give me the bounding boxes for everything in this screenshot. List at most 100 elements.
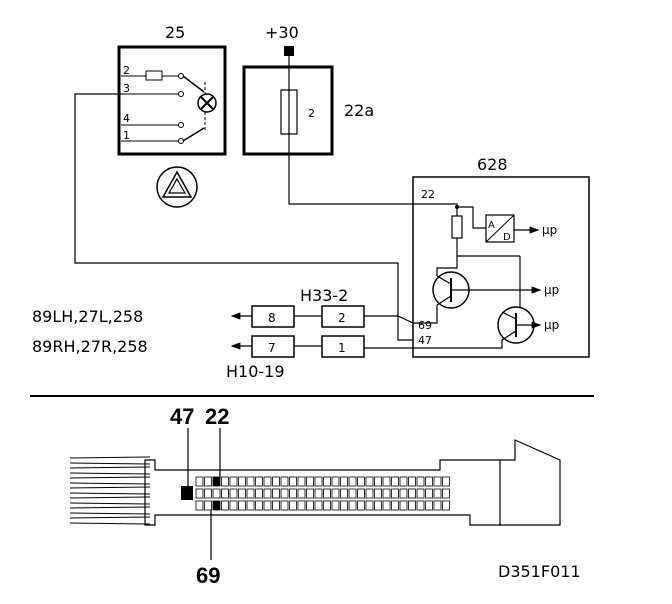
plug-pin: [442, 488, 450, 499]
switch-pin-label: 4: [123, 112, 130, 125]
figure-code: D351F011: [498, 562, 581, 581]
plug-pin: [297, 500, 306, 511]
switch-pin-label: 2: [123, 64, 130, 77]
plug-pin: [221, 488, 229, 499]
adc-a: A: [488, 220, 495, 231]
ecu-pin-47: 47: [418, 334, 432, 347]
adc-d: D: [503, 232, 511, 243]
mu-label: µp: [544, 318, 559, 332]
plug-pin: [374, 476, 382, 487]
plug-pin: [263, 500, 272, 511]
plug-pin: [255, 500, 263, 511]
plug-pin: [323, 500, 331, 511]
plug-pin: [195, 488, 204, 499]
wire-pin3-to-47: [74, 93, 413, 341]
plug-pin: [433, 476, 442, 487]
plug-pin: [314, 500, 323, 511]
switch-pin-label: 3: [123, 82, 130, 95]
plug-pin: [306, 476, 314, 487]
plug-pin: [255, 488, 263, 499]
plug-pin: [374, 500, 382, 511]
plug-pin: [289, 488, 297, 499]
connector-h33: H33-2 2 1: [300, 286, 365, 358]
plug-pin: [433, 488, 442, 499]
plug-pin: [272, 476, 280, 487]
plug-pin: [399, 488, 408, 499]
plug-pin: [331, 476, 340, 487]
plug-pin: [238, 500, 246, 511]
ecu-628: 628 22 69 47 A D µp µp µp: [288, 155, 590, 358]
plug-pin: [229, 476, 238, 487]
connector-h10: 8 7 H10-19: [226, 305, 295, 381]
hazard-switch-box: [117, 45, 227, 156]
connector-pin: 8: [268, 311, 276, 325]
plug-pin: [331, 500, 340, 511]
plug-pin: [365, 476, 374, 487]
plug-pin-47-label: 47: [170, 404, 194, 429]
plug-pin: [340, 476, 348, 487]
ecu-resistor: [451, 215, 463, 239]
plug-pin: [229, 500, 238, 511]
plug-pin: [425, 476, 433, 487]
plug-pin: [365, 488, 374, 499]
supply-terminal: [284, 46, 294, 56]
output-right-label: 89RH,27R,258: [32, 337, 148, 356]
pin-grid: [181, 476, 450, 511]
output-left-label: 89LH,27L,258: [32, 307, 143, 326]
plug-pin: [246, 488, 255, 499]
relay-pin-label: 2: [308, 107, 315, 120]
plug-pin: [340, 500, 348, 511]
relay-22a: +30 2 22a: [242, 23, 374, 198]
plug-pin: [306, 488, 314, 499]
mu-label: µp: [544, 283, 559, 297]
connector-pin: 2: [338, 311, 346, 325]
plug-pin: [204, 488, 212, 499]
ecu-label: 628: [477, 155, 508, 174]
plug-pin: [280, 488, 289, 499]
plug-pin: [221, 500, 229, 511]
plug-pin: [306, 500, 314, 511]
connector-h10-label: H10-19: [226, 362, 285, 381]
plug-pin: [255, 476, 263, 487]
plug-pin: [357, 488, 365, 499]
plug-pin: [272, 488, 280, 499]
ecu-box: [412, 176, 590, 358]
plug-pin: [289, 476, 297, 487]
plug-pin: [408, 488, 416, 499]
plug-pin: [399, 500, 408, 511]
plug-pin: [280, 500, 289, 511]
plug-pin: [314, 488, 323, 499]
plug-pin: [399, 476, 408, 487]
plug-pin: [195, 476, 204, 487]
plug-pin: [416, 476, 425, 487]
resistor-symbol: [145, 70, 163, 81]
plug-pin: [221, 476, 229, 487]
plug-pin: [348, 476, 357, 487]
plug-pin: [263, 488, 272, 499]
plug-pin: [246, 476, 255, 487]
plug-pin: [382, 476, 391, 487]
plug-pin: [314, 476, 323, 487]
plug-pin: [204, 476, 212, 487]
plug-pin: [323, 488, 331, 499]
plug-pin: [263, 476, 272, 487]
plug-pin: [204, 500, 212, 511]
plug-pin: [365, 500, 374, 511]
plug-pin: [272, 500, 280, 511]
plug-pin: [212, 488, 221, 499]
switch-pin-label: 1: [123, 129, 130, 142]
plug-pin: [408, 500, 416, 511]
plug-pin: [340, 488, 348, 499]
plug-pin-47: [181, 486, 193, 500]
plug-pin: [382, 500, 391, 511]
plug-pin: [425, 500, 433, 511]
plug-pin: [280, 476, 289, 487]
plug-pin-69-label: 69: [196, 563, 220, 588]
hazard-switch-label: 25: [165, 23, 185, 42]
plug-pin: [323, 476, 331, 487]
plug-pin: [442, 500, 450, 511]
plug-pin: [212, 500, 221, 511]
plug-pin: [348, 500, 357, 511]
plug-pin: [442, 476, 450, 487]
plug-pin: [357, 476, 365, 487]
